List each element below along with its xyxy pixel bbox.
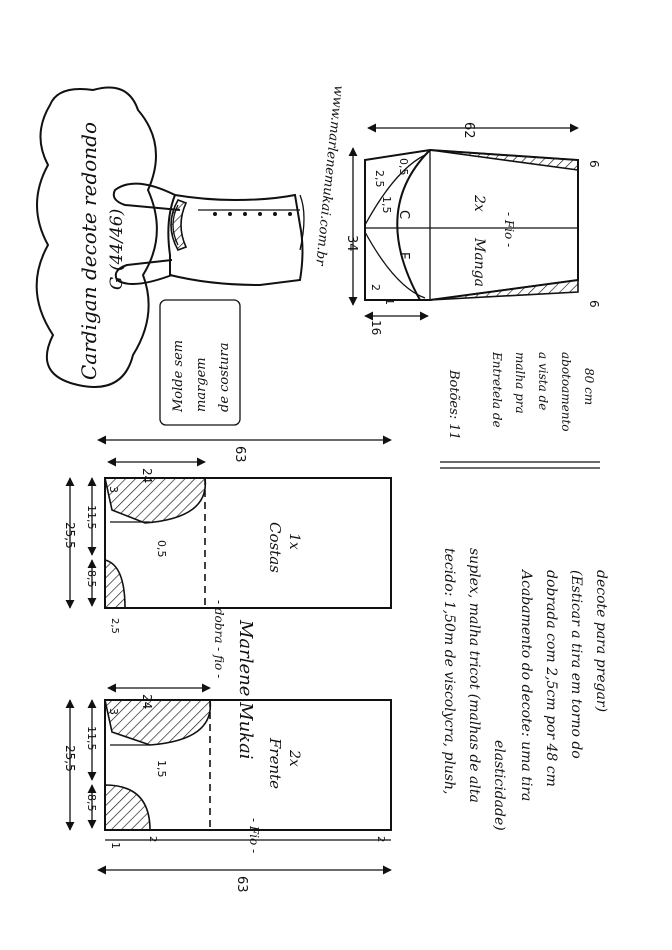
interfacing-line-2: malha pra <box>513 352 527 414</box>
sleeve-qty: 2x <box>471 194 487 212</box>
interfacing-line-3: a vista de <box>536 352 550 410</box>
sleeve-c-label: C <box>396 210 411 219</box>
sleeve-two: 2 <box>369 284 382 291</box>
sleeve-pattern: 34 62 6 6 2,5 0,5 1,5 C F 2 1 16 - Fio -… <box>344 122 601 335</box>
sleeve-bottom: 16 <box>369 320 383 335</box>
front-grain: - Fio - <box>247 818 261 853</box>
fabric-note: tecido: 1,50m de viscolycra, plush, supl… <box>441 548 507 831</box>
buttons-count: Botões: 11 <box>446 369 461 440</box>
back-length: 63 <box>232 446 247 463</box>
back-shoulder-len: 24 <box>140 468 154 483</box>
front-edge-2: 2 <box>375 836 386 842</box>
interfacing-line-4: abotoamento <box>559 352 573 432</box>
front-neck: 1,5 <box>155 760 168 778</box>
front-width: 25,5 <box>63 745 77 772</box>
sleeve-length: 62 <box>461 122 476 139</box>
title-line-2: G (44/46) <box>107 209 127 290</box>
sleeve-one: 1 <box>383 298 396 305</box>
website-url: www.marlenemukai.com.br <box>312 85 346 267</box>
back-upper: 11,5 <box>85 505 98 530</box>
sleeve-cuff-bottom: 6 <box>587 300 601 308</box>
finish-line-1: Acabamento do decote: uma tira <box>518 568 534 801</box>
front-edge: 2 <box>147 836 158 842</box>
title-line-1: Cardigan decote redondo <box>77 122 101 380</box>
sleeve-cuff-top: 6 <box>587 160 601 168</box>
sleeve-cap-side: 1,5 <box>380 196 393 214</box>
front-lower: 8,5 <box>85 794 98 812</box>
front-upper: 11,5 <box>85 726 98 751</box>
back-width: 25,5 <box>63 522 77 549</box>
button-row <box>213 212 292 216</box>
interfacing-note: Entretela de malha pra a vista de abotoa… <box>490 351 596 432</box>
back-neck: 0,5 <box>155 540 168 558</box>
signature: Marlene Mukai <box>235 619 256 760</box>
front-pattern: 63 24 25,5 11,5 8,5 3 1,5 1 2 2 Frente 2… <box>63 683 392 893</box>
seam-note-line-2: margem <box>194 357 209 412</box>
sleeve-cap-top: 2,5 <box>373 170 386 188</box>
sleeve-f-label: F <box>396 252 411 259</box>
interfacing-line-1: Entretela de <box>490 351 504 428</box>
seam-note: Molde sem margem de costura <box>159 299 241 426</box>
fabric-line-1: tecido: 1,50m de viscolycra, plush, <box>441 548 457 795</box>
fabric-line-2: suplex, malha tricot (malhas de alta <box>466 548 482 803</box>
fabric-line-3: elasticidade) <box>491 740 507 831</box>
back-pattern: 63 24 25,5 11,5 8,5 3 2,5 0,5 Costas 1x … <box>63 435 392 678</box>
back-name: Costas <box>266 522 284 573</box>
finish-line-4: decote para pregar) <box>593 570 609 712</box>
sleeve-cap-mid: 0,5 <box>397 158 410 176</box>
back-hem: 2,5 <box>109 618 120 634</box>
sleeve-name: Manga <box>471 237 487 287</box>
back-shoulder-drop: 3 <box>107 486 120 493</box>
front-neck-front: 1 <box>109 842 122 849</box>
front-shoulder-len: 24 <box>140 694 154 709</box>
front-name: Frente <box>266 737 284 789</box>
seam-note-line-1: Molde sem <box>171 340 186 413</box>
back-fold: - dobra - fio - <box>212 600 226 678</box>
title-cloud: Cardigan decote redondo G (44/46) <box>35 86 158 388</box>
front-shoulder-drop: 3 <box>107 708 120 715</box>
front-length: 63 <box>234 876 249 893</box>
finish-line-2: dobrada com 2,5cm por 48 cm <box>543 570 559 787</box>
back-lower: 8,5 <box>85 570 98 588</box>
seam-note-line-3: de costura <box>217 343 232 413</box>
interfacing-line-5: 80 cm <box>582 368 596 405</box>
front-qty: 2x <box>286 749 302 767</box>
cardigan-sketch <box>112 182 305 287</box>
finish-line-3: (Esticar a tira em torno do <box>568 570 584 759</box>
back-qty: 1x <box>286 533 302 550</box>
finish-note: Acabamento do decote: uma tira dobrada c… <box>518 568 609 801</box>
sleeve-width: 34 <box>344 235 359 252</box>
sleeve-grain: - Fio - <box>502 212 516 247</box>
